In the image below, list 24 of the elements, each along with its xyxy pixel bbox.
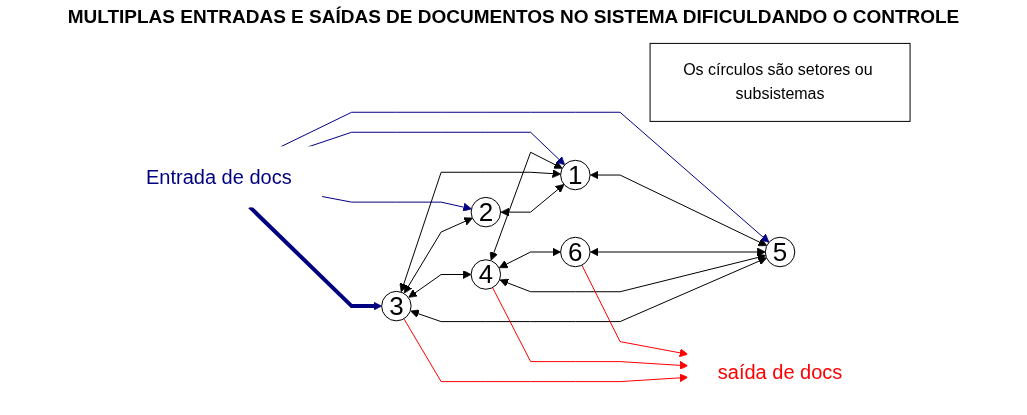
arrow xyxy=(280,111,770,243)
arrow xyxy=(581,264,689,358)
arrow xyxy=(490,151,564,261)
node-text: Entrada de docs xyxy=(146,165,293,188)
arrow xyxy=(492,287,689,370)
arrow xyxy=(499,247,562,269)
arrow xyxy=(403,318,689,383)
node-circle: 6 xyxy=(560,236,592,268)
node-circle: 3 xyxy=(381,290,413,322)
arrow xyxy=(501,184,565,217)
node-circle: 5 xyxy=(765,236,796,268)
arrow xyxy=(590,170,768,247)
arrow xyxy=(500,253,767,293)
node-text: saída de docs xyxy=(718,360,843,383)
arrow xyxy=(404,217,474,294)
node-circle: 1 xyxy=(560,159,592,191)
arrow xyxy=(248,205,383,311)
node-circle: 4 xyxy=(471,259,502,290)
arrow xyxy=(590,247,767,257)
arrow xyxy=(321,195,473,212)
node-circle: 2 xyxy=(471,196,502,228)
node-box: Os círculos são setores ou subsistemas xyxy=(650,42,912,122)
arrow xyxy=(408,270,472,298)
diagram-title: MULTIPLAS ENTRADAS E SAÍDAS DE DOCUMENTOS NO SISTEMA DIFICULDANDO O CONTROLE xyxy=(67,6,960,28)
